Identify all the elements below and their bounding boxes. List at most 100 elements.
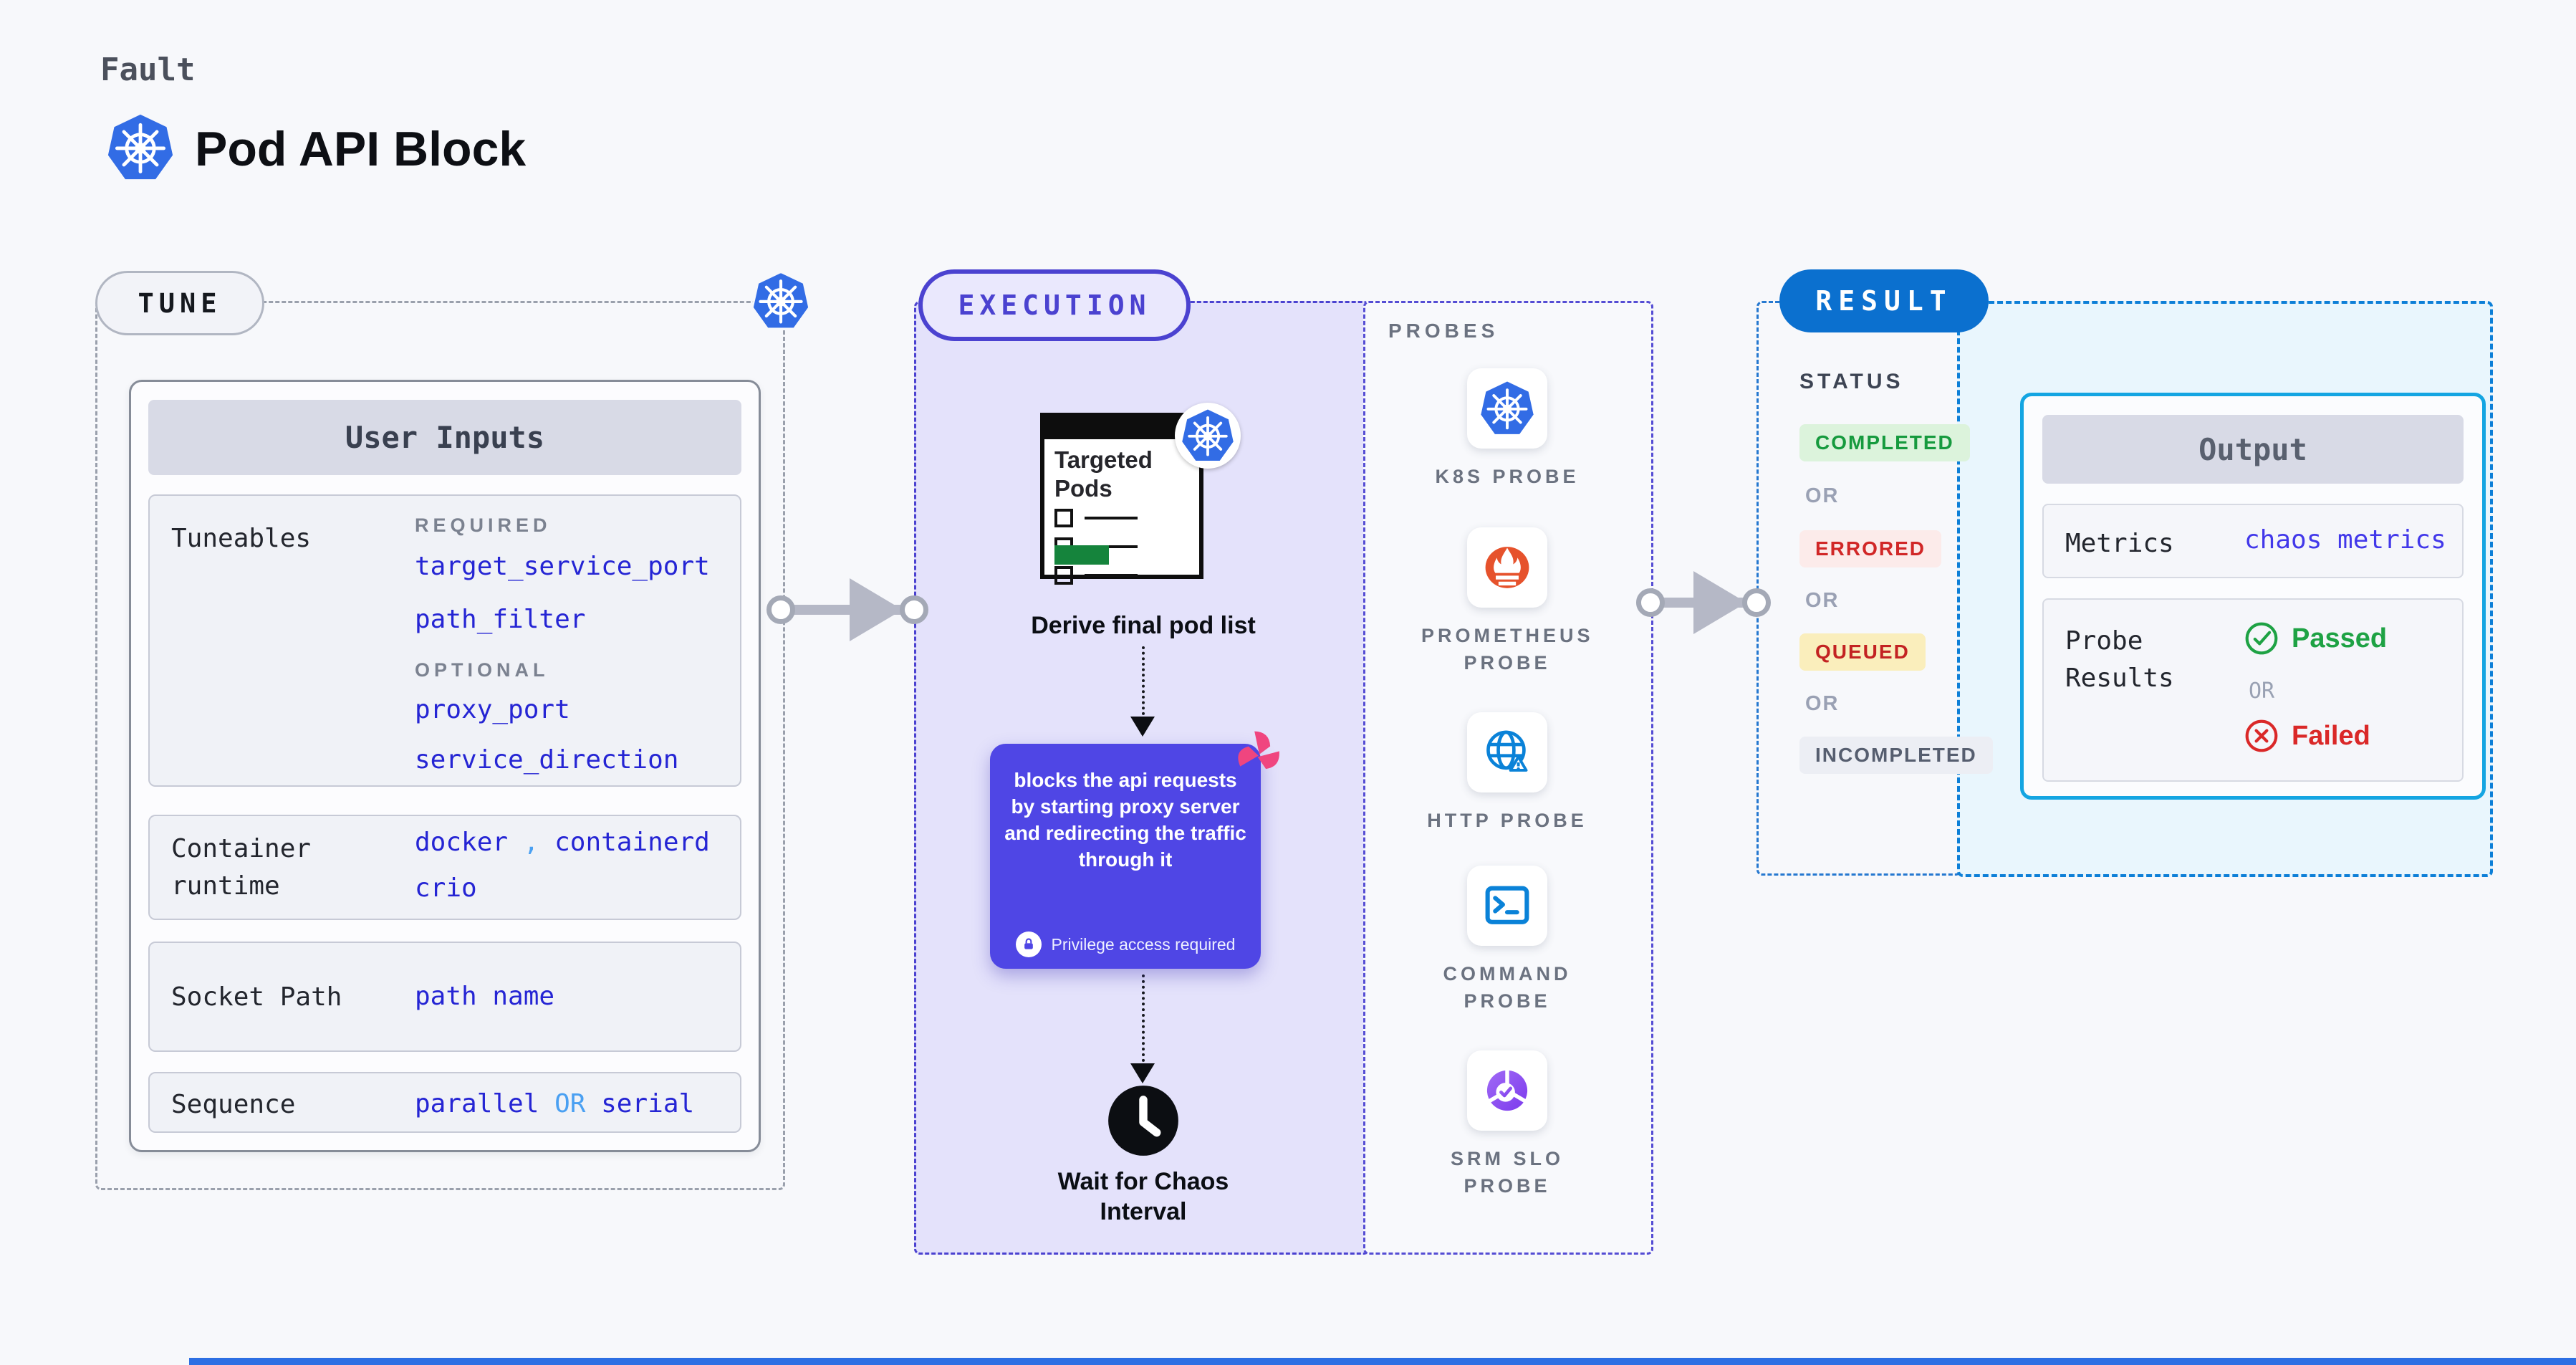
metrics-value: chaos metrics: [2244, 525, 2446, 555]
container-runtime-row: Container runtime docker , containerd cr…: [148, 815, 741, 920]
slo-donut-check-icon: [1486, 1069, 1528, 1111]
metrics-row: Metrics chaos metrics: [2042, 504, 2464, 578]
optional-heading: OPTIONAL: [415, 659, 549, 681]
sequence-label: Sequence: [171, 1090, 296, 1119]
tune-section-label: TUNE: [95, 271, 264, 335]
tuneable-target-service-port: target_service_port: [415, 552, 710, 581]
tuneable-service-direction: service_direction: [415, 745, 679, 775]
fault-eyebrow: Fault: [100, 52, 196, 88]
required-heading: REQUIRED: [415, 514, 552, 536]
result-section-label: RESULT: [1779, 269, 1989, 332]
bottom-accent-bar: [189, 1358, 2576, 1365]
tuneable-proxy-port: proxy_port: [415, 695, 570, 724]
container-runtime-values: docker , containerd: [415, 828, 710, 857]
kubernetes-icon: [1182, 409, 1234, 461]
container-runtime-label: Container runtime: [171, 834, 312, 901]
prometheus-icon: [1485, 547, 1529, 588]
status-badge-incompleted: INCOMPLETED: [1799, 737, 1993, 774]
user-inputs-panel: User Inputs Tuneables REQUIRED target_se…: [129, 380, 761, 1152]
flow-dotted-line: [1142, 974, 1145, 1062]
probe-card: [1467, 712, 1547, 792]
sequence-serial: serial: [601, 1089, 695, 1119]
probe-label: K8S PROBE: [1435, 466, 1580, 487]
socket-path-row: Socket Path path name: [148, 942, 741, 1052]
socket-path-value: path name: [415, 982, 555, 1011]
or-separator: OR: [1805, 589, 1840, 612]
probe-results-row: Probe Results Passed OR Failed: [2042, 598, 2464, 782]
probe-card: [1467, 1050, 1547, 1131]
probes-section-label: PROBES: [1388, 320, 1499, 342]
down-arrowhead: [1130, 1063, 1155, 1083]
probe-results-label: Probe Results: [2065, 626, 2174, 693]
failed-result: Failed: [2244, 719, 2370, 753]
tune-container: [95, 301, 785, 1190]
sequence-or: OR: [554, 1089, 586, 1119]
probe-item-k8s: K8S PROBE: [1400, 368, 1615, 490]
status-badge-queued: QUEUED: [1799, 633, 1926, 671]
or-separator: OR: [1805, 692, 1840, 715]
down-arrowhead: [1130, 717, 1155, 737]
probe-item-prometheus: PROMETHEUS PROBE: [1400, 527, 1615, 676]
probe-label: PROMETHEUS PROBE: [1421, 625, 1594, 674]
litmus-chaos-icon: [1225, 722, 1292, 791]
globe-warning-icon: [1486, 730, 1528, 772]
status-heading: STATUS: [1799, 370, 1904, 393]
kubernetes-icon: [106, 113, 175, 186]
kubernetes-icon: [1481, 381, 1534, 434]
x-circle-icon: [2245, 719, 2278, 752]
probe-label: SRM SLO PROBE: [1450, 1148, 1564, 1197]
probes-output-connector: [1636, 588, 1665, 617]
runtime-docker: docker: [415, 828, 509, 857]
privilege-note-text: Privilege access required: [1051, 934, 1236, 954]
kubernetes-icon: [751, 271, 811, 335]
tuneable-path-filter: path_filter: [415, 605, 586, 634]
page-title: Pod API Block: [195, 122, 527, 176]
runtime-separator: ,: [523, 828, 539, 857]
result-input-connector: [1742, 588, 1771, 617]
clock-icon: [1106, 1083, 1181, 1162]
window-titlebar: [1044, 416, 1200, 439]
check-circle-icon: [2245, 622, 2278, 655]
flow-dotted-line: [1142, 646, 1145, 715]
probe-label: HTTP PROBE: [1427, 810, 1587, 831]
sequence-values: parallel OR serial: [415, 1089, 694, 1119]
tune-to-execution-arrowhead: [850, 578, 903, 641]
tuneables-row: Tuneables REQUIRED target_service_port p…: [148, 494, 741, 787]
fault-action-description: blocks the api requests by starting prox…: [1004, 769, 1246, 871]
passed-label: Passed: [2292, 623, 2388, 653]
confirm-bar: [1054, 545, 1109, 565]
tune-output-connector: [766, 595, 795, 624]
execution-to-result-arrowhead: [1693, 571, 1746, 634]
socket-path-label: Socket Path: [171, 982, 342, 1012]
list-line: [1085, 574, 1138, 577]
runtime-crio: crio: [415, 873, 477, 903]
checkbox-icon: [1054, 566, 1073, 585]
output-title: Output: [2042, 415, 2464, 484]
or-separator: OR: [2249, 679, 2275, 704]
output-card: Output Metrics chaos metrics Probe Resul…: [2020, 393, 2486, 800]
privilege-note: Privilege access required: [990, 931, 1261, 957]
metrics-label: Metrics: [2065, 529, 2174, 558]
probe-label: COMMAND PROBE: [1443, 963, 1572, 1012]
pod-list-item: [1054, 566, 1138, 585]
status-badge-errored: ERRORED: [1799, 530, 1942, 567]
probe-item-http: HTTP PROBE: [1400, 712, 1615, 834]
execution-input-connector: [900, 595, 928, 624]
probe-card: [1467, 368, 1547, 449]
fault-action-card: blocks the api requests by starting prox…: [990, 744, 1261, 969]
kubernetes-badge: [1175, 403, 1241, 469]
tuneables-label: Tuneables: [171, 524, 312, 553]
sequence-row: Sequence parallel OR serial: [148, 1072, 741, 1133]
terminal-icon: [1485, 886, 1529, 924]
or-separator: OR: [1805, 484, 1840, 507]
status-badge-completed: COMPLETED: [1799, 424, 1970, 461]
list-line: [1085, 517, 1138, 519]
pod-list-item: [1054, 509, 1138, 527]
execution-section-label: EXECUTION: [918, 269, 1191, 341]
probe-card: [1467, 866, 1547, 946]
targeted-pods-title: Targeted Pods: [1054, 446, 1153, 502]
derive-pod-list-caption: Derive final pod list: [1031, 612, 1256, 639]
user-inputs-title: User Inputs: [148, 400, 741, 475]
probe-item-srm-slo: SRM SLO PROBE: [1400, 1050, 1615, 1199]
